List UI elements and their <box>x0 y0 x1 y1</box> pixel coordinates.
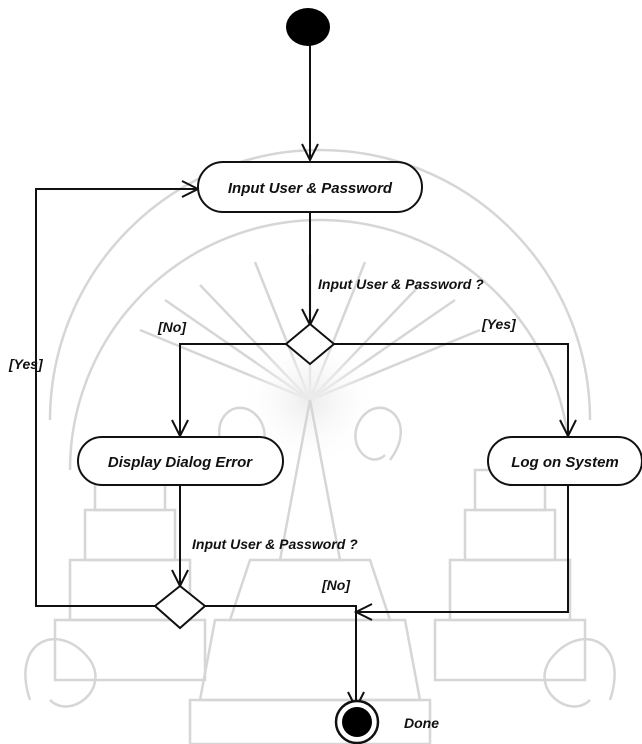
guard-first-question: Input User & Password ? <box>318 276 484 292</box>
final-node <box>336 701 378 743</box>
edge-logon-to-final <box>356 486 568 612</box>
activity-display-dialog-error-label: Display Dialog Error <box>108 454 253 471</box>
final-node-label: Done <box>404 715 439 731</box>
guard-second-no: [No] <box>321 577 351 593</box>
guard-first-no: [No] <box>157 319 187 335</box>
activity-input-user-password-label: Input User & Password <box>228 180 393 197</box>
guard-loop-yes: [Yes] <box>8 356 44 372</box>
guard-first-yes: [Yes] <box>481 316 517 332</box>
activity-input-user-password: Input User & Password <box>198 162 422 212</box>
edge-decision2-to-final <box>205 606 356 708</box>
edge-decision2-loop-to-input <box>36 189 198 606</box>
activity-log-on-system: Log on System <box>488 437 642 485</box>
activity-display-dialog-error: Display Dialog Error <box>78 437 283 485</box>
initial-node <box>286 8 330 46</box>
decision-node-2 <box>155 586 205 628</box>
activity-log-on-system-label: Log on System <box>511 454 619 471</box>
guard-second-question: Input User & Password ? <box>192 536 358 552</box>
